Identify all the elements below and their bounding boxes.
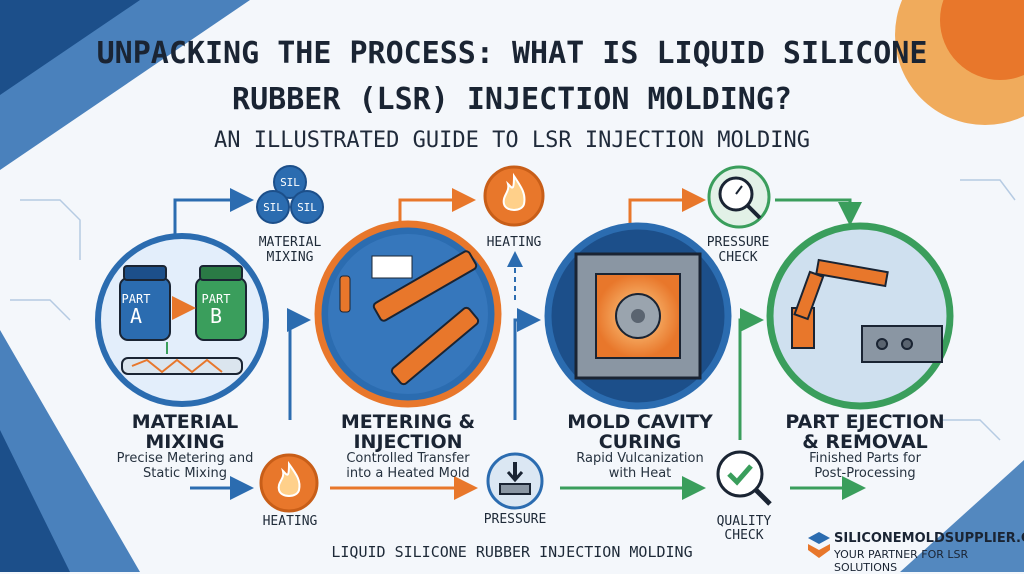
quality-check-icon — [716, 450, 772, 506]
jar-a-label: PART — [121, 292, 151, 306]
metering-injection-illustration — [314, 220, 502, 408]
stage-1-title-line1: MATERIAL — [131, 411, 239, 433]
pressure-check-label-2: CHECK — [718, 250, 758, 265]
brand-name: SILICONEMOLDSUPPLIER.COM — [834, 531, 1024, 546]
heating-bottom-label: HEATING — [262, 514, 318, 529]
stage-1-desc-line1: Precise Metering and — [116, 451, 254, 466]
stage-1-title-line2: MIXING — [145, 431, 225, 453]
sil-label-left: SIL — [263, 201, 283, 214]
sil-label-right: SIL — [297, 201, 317, 214]
stage-4-title-line2: & REMOVAL — [802, 431, 928, 453]
jar-a-letter: A — [129, 304, 143, 328]
stage-4-title-line1: PART EJECTION — [785, 411, 945, 433]
stage-2-title-line1: METERING & — [340, 411, 476, 433]
stage-2-title-line2: INJECTION — [353, 431, 463, 453]
page-title-line2: RUBBER (LSR) INJECTION MOLDING? — [232, 82, 792, 117]
stage-2-desc-line1: Controlled Transfer — [346, 451, 470, 466]
footer-caption: LIQUID SILICONE RUBBER INJECTION MOLDING — [331, 543, 693, 561]
stage-1-desc-line2: Static Mixing — [143, 466, 227, 481]
pressure-press-icon — [486, 452, 544, 510]
part-ejection-illustration — [766, 222, 954, 410]
stage-4-desc-line1: Finished Parts for — [809, 451, 921, 466]
stage-2-desc-line2: into a Heated Mold — [346, 466, 470, 481]
pressure-label: PRESSURE — [483, 512, 547, 527]
stage-3-title-line1: MOLD CAVITY — [567, 411, 713, 433]
flame-icon — [483, 165, 545, 227]
material-mixing-icon-label-1: MATERIAL — [258, 235, 322, 250]
brand-tagline: YOUR PARTNER FOR LSR SOLUTIONS — [834, 548, 969, 574]
stage-3-desc-line2: with Heat — [608, 466, 672, 481]
brand-logo-icon — [808, 532, 830, 558]
quality-check-label-1: QUALITY — [716, 514, 772, 529]
jar-b-letter: B — [209, 304, 223, 328]
quality-check-label-2: CHECK — [724, 528, 764, 543]
material-mixing-icon-label-2: MIXING — [266, 250, 314, 265]
stage-4-desc-line2: Post-Processing — [814, 466, 916, 481]
sil-icon — [256, 165, 324, 224]
sil-label-top: SIL — [280, 176, 300, 189]
flame-icon-bottom — [259, 453, 319, 513]
material-mixing-illustration — [95, 233, 269, 407]
stage-3-title-line2: CURING — [598, 431, 682, 453]
pressure-gauge-icon — [707, 165, 771, 229]
mold-curing-illustration — [544, 222, 732, 410]
page-title: UNPACKING THE PROCESS: WHAT IS LIQUID SI… — [96, 36, 928, 71]
pressure-check-label-1: PRESSURE — [706, 235, 770, 250]
jar-b-label: PART — [201, 292, 231, 306]
heating-top-label: HEATING — [486, 235, 542, 250]
stage-3-desc-line1: Rapid Vulcanization — [576, 451, 704, 466]
page-subtitle: AN ILLUSTRATED GUIDE TO LSR INJECTION MO… — [213, 128, 811, 153]
